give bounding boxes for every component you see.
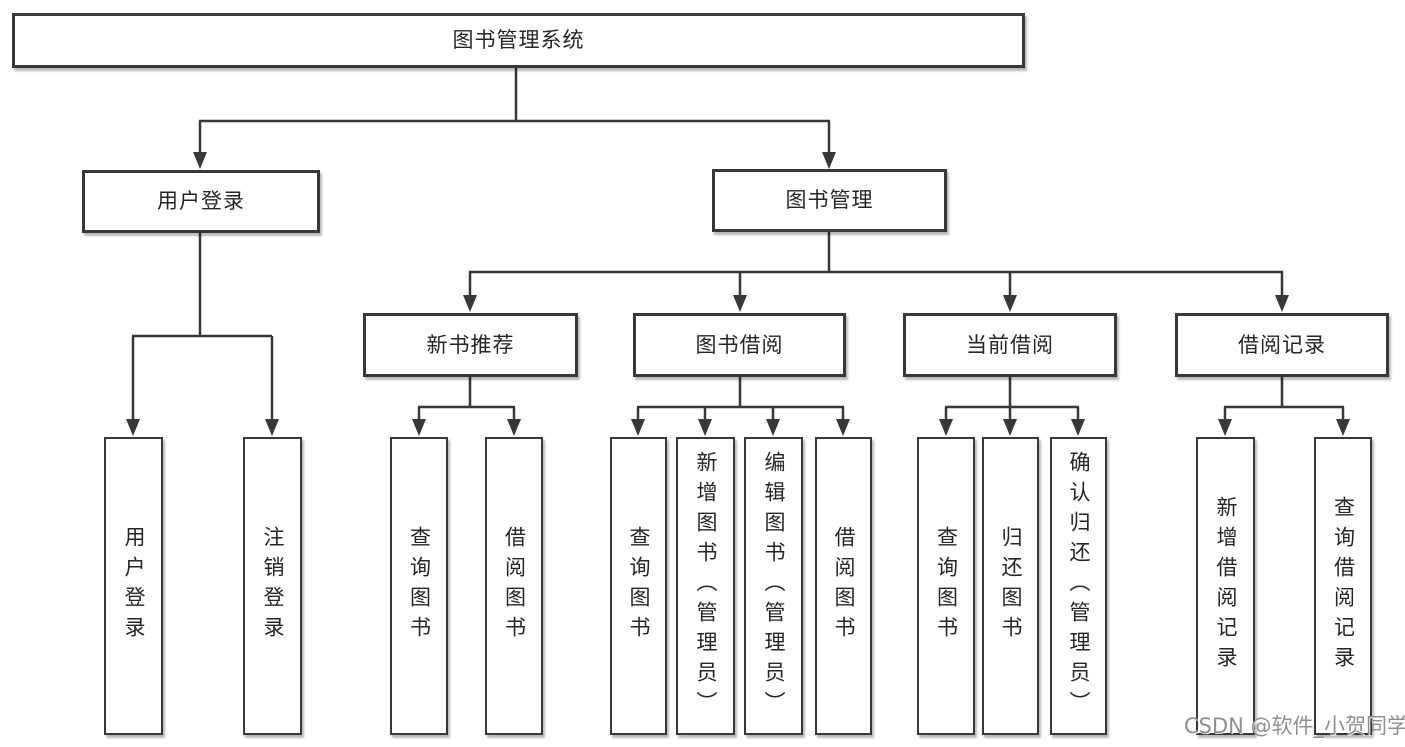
node-new-book-recommend: 新书推荐 (363, 313, 578, 377)
leaf-borrow-add-books-admin: 新增图书（管理员） (676, 437, 735, 735)
node-book-borrow: 图书借阅 (633, 313, 846, 377)
leaf-borrow-borrow-books-label: 借阅图书 (832, 526, 856, 646)
node-current-borrow: 当前借阅 (903, 313, 1117, 377)
node-root-label: 图书管理系统 (452, 28, 585, 52)
node-borrow-records-label: 借阅记录 (1238, 332, 1326, 357)
leaf-recommend-query-books-label: 查询图书 (407, 526, 432, 646)
leaf-borrow-edit-books-admin: 编辑图书（管理员） (744, 437, 803, 735)
leaf-recommend-borrow-books-label: 借阅图书 (502, 526, 527, 646)
node-root: 图书管理系统 (12, 13, 1025, 68)
leaf-records-query-record: 查询借阅记录 (1314, 437, 1372, 735)
node-new-book-recommend-label: 新书推荐 (426, 332, 515, 357)
leaf-records-add-record: 新增借阅记录 (1196, 437, 1255, 735)
node-user-login: 用户登录 (82, 170, 320, 233)
node-current-borrow-label: 当前借阅 (966, 332, 1054, 357)
leaf-current-confirm-return-admin: 确认归还（管理员） (1050, 437, 1107, 735)
leaf-logout: 注销登录 (243, 437, 302, 735)
leaf-borrow-query-books: 查询图书 (610, 437, 667, 735)
leaf-current-return-books: 归还图书 (982, 437, 1039, 735)
node-borrow-records: 借阅记录 (1175, 313, 1389, 377)
leaf-user-login: 用户登录 (104, 437, 163, 735)
leaf-records-add-record-label: 新增借阅记录 (1214, 496, 1238, 676)
leaf-recommend-borrow-books: 借阅图书 (485, 437, 543, 735)
node-book-borrow-label: 图书借阅 (695, 332, 784, 357)
leaf-logout-label: 注销登录 (261, 526, 285, 646)
csdn-watermark: CSDN @软件_小贺同学 (1184, 714, 1405, 738)
leaf-current-query-books: 查询图书 (917, 437, 975, 735)
node-user-login-label: 用户登录 (157, 189, 245, 213)
leaf-borrow-add-books-admin-label: 新增图书（管理员） (694, 451, 718, 721)
node-book-management-label: 图书管理 (785, 188, 874, 212)
leaf-records-query-record-label: 查询借阅记录 (1331, 496, 1356, 676)
connector-stems (131, 68, 1345, 420)
leaf-borrow-edit-books-admin-label: 编辑图书（管理员） (762, 451, 786, 721)
leaf-current-query-books-label: 查询图书 (934, 526, 959, 646)
leaf-current-return-books-label: 归还图书 (999, 526, 1023, 646)
leaf-recommend-query-books: 查询图书 (390, 437, 448, 735)
leaf-borrow-query-books-label: 查询图书 (627, 526, 651, 646)
leaf-current-confirm-return-admin-label: 确认归还（管理员） (1067, 451, 1091, 721)
node-book-management: 图书管理 (712, 169, 947, 232)
leaf-user-login-label: 用户登录 (122, 526, 146, 646)
leaf-borrow-borrow-books: 借阅图书 (815, 437, 872, 735)
